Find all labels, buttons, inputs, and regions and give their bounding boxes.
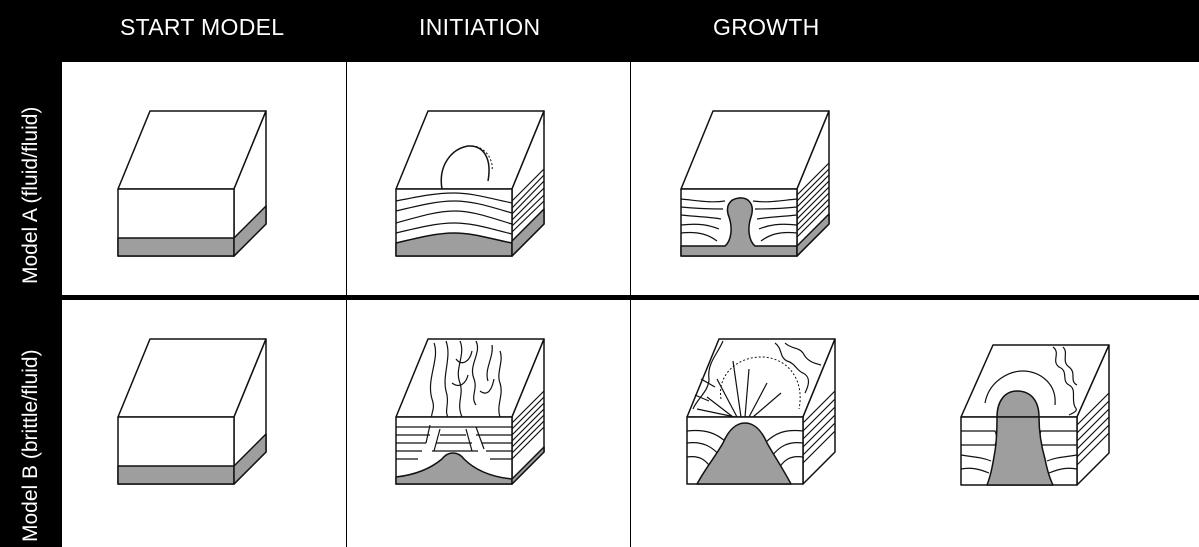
column-divider-2	[630, 62, 631, 547]
block-diagram-b-start	[118, 339, 268, 489]
block-diagram-a-initiation	[396, 111, 546, 261]
column-title-initiation: INITIATION	[419, 14, 540, 41]
block-diagram-b-growth-piercement	[961, 345, 1111, 490]
row-title-model-b: Model B (brittle/fluid)	[19, 349, 43, 542]
block-diagram-a-start	[118, 111, 268, 261]
row-title-model-a: Model A (fluid/fluid)	[19, 107, 43, 284]
column-divider-1	[346, 62, 347, 547]
column-title-start-model: START MODEL	[120, 14, 284, 41]
block-diagram-b-initiation	[396, 339, 546, 489]
block-diagram-a-growth	[681, 111, 831, 261]
block-diagram-b-growth-radial-faults	[687, 339, 837, 489]
column-title-growth: GROWTH	[713, 14, 820, 41]
